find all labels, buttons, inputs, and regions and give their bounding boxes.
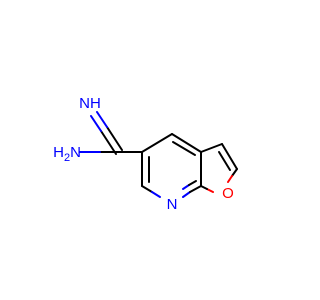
bond-c6-n7-blue xyxy=(151,191,161,198)
bond-c-imine-black-1 xyxy=(106,126,123,151)
furan-ring xyxy=(200,143,238,193)
amine-h2n-label: H2N xyxy=(53,144,81,164)
amidine-group xyxy=(79,111,143,155)
bond-n7-c7a-inner-blue xyxy=(182,184,190,190)
bond-n7-c7a-black xyxy=(189,185,202,193)
bond-n7-c7a-blue xyxy=(182,191,191,198)
ring-n-label: N xyxy=(167,196,178,213)
imine-nh-label: NH xyxy=(79,95,101,112)
bond-c4-c3a-inner xyxy=(172,141,196,156)
ring-o-label: O xyxy=(222,185,234,202)
bond-o1-c7a-black xyxy=(200,185,208,190)
bond-c3a-c3 xyxy=(200,143,223,153)
amine-h-part: H xyxy=(53,144,64,161)
bond-c2-o1-black xyxy=(231,168,238,177)
bond-c2-o1-red xyxy=(227,175,233,183)
bond-c3-c2 xyxy=(221,143,238,170)
bond-c-imine-blue-1 xyxy=(96,111,108,128)
bond-c5-c4 xyxy=(141,133,173,153)
bond-c4-c3a xyxy=(171,133,202,153)
bond-c6-n7-black xyxy=(141,185,153,193)
molecule-structure: NH H2N N O xyxy=(0,0,300,300)
amine-subscript-2: 2 xyxy=(64,152,70,164)
bond-c-imine-blue-2 xyxy=(90,115,102,132)
bond-c3-c2-inner xyxy=(218,151,231,171)
pyridine-ring xyxy=(141,133,202,198)
bond-c-imine-black-2 xyxy=(100,130,117,155)
amine-n-part: N xyxy=(70,144,81,161)
bond-n7-c7a-inner-black xyxy=(188,180,197,186)
bond-o1-c7a-red xyxy=(206,188,214,193)
background xyxy=(0,0,300,300)
